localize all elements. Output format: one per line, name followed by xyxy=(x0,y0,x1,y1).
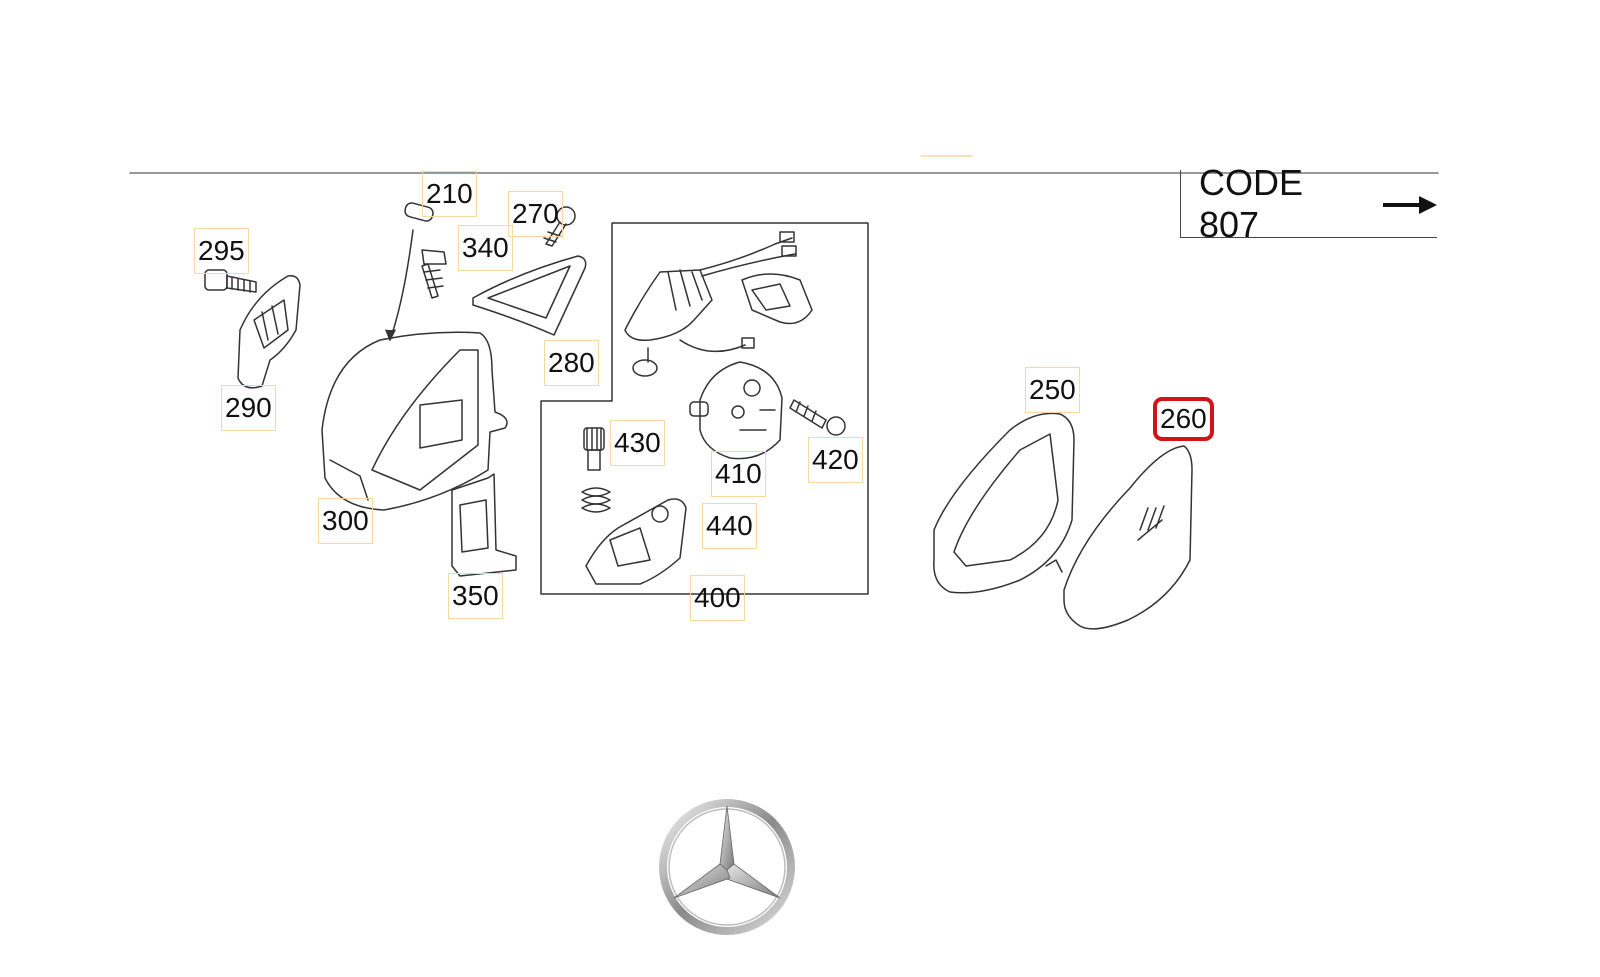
part-440-base xyxy=(585,498,687,585)
part-260-glass xyxy=(1045,445,1193,630)
callout-340[interactable]: 340 xyxy=(458,225,513,271)
code-label: CODE 807 xyxy=(1199,161,1304,245)
part-wiring-harness xyxy=(624,231,813,377)
callout-300[interactable]: 300 xyxy=(318,498,373,544)
callout-270[interactable]: 270 xyxy=(508,191,563,237)
part-340-screw xyxy=(421,249,447,299)
part-spring xyxy=(581,487,611,513)
right-arrow-icon xyxy=(1383,183,1437,225)
callout-350[interactable]: 350 xyxy=(448,573,503,619)
callout-290[interactable]: 290 xyxy=(221,385,276,431)
part-270-screw xyxy=(543,206,576,247)
part-290-cover xyxy=(237,274,301,389)
callout-400[interactable]: 400 xyxy=(690,575,745,621)
part-250-frame xyxy=(933,412,1075,594)
callout-210[interactable]: 210 xyxy=(422,171,477,217)
callout-410[interactable]: 410 xyxy=(711,451,766,497)
assembly-400-frame xyxy=(540,222,869,595)
code-box: CODE 807 xyxy=(1180,162,1437,245)
part-430-pin xyxy=(583,427,605,471)
callout-420[interactable]: 420 xyxy=(808,437,863,483)
part-210-clip xyxy=(385,202,434,341)
part-410-motor xyxy=(689,361,783,460)
callout-440[interactable]: 440 xyxy=(702,503,757,549)
callout-295[interactable]: 295 xyxy=(194,228,249,274)
part-420-screw xyxy=(789,399,846,436)
part-280-triangle xyxy=(472,255,587,336)
callout-430[interactable]: 430 xyxy=(610,420,665,466)
callout-250[interactable]: 250 xyxy=(1025,367,1080,413)
callout-260-selected[interactable]: 260 xyxy=(1153,397,1214,441)
part-300-housing xyxy=(321,331,508,511)
part-295-screw xyxy=(204,269,257,293)
callout-280[interactable]: 280 xyxy=(544,340,599,386)
part-350-bracket xyxy=(451,473,517,577)
mercedes-star-logo xyxy=(658,798,796,936)
